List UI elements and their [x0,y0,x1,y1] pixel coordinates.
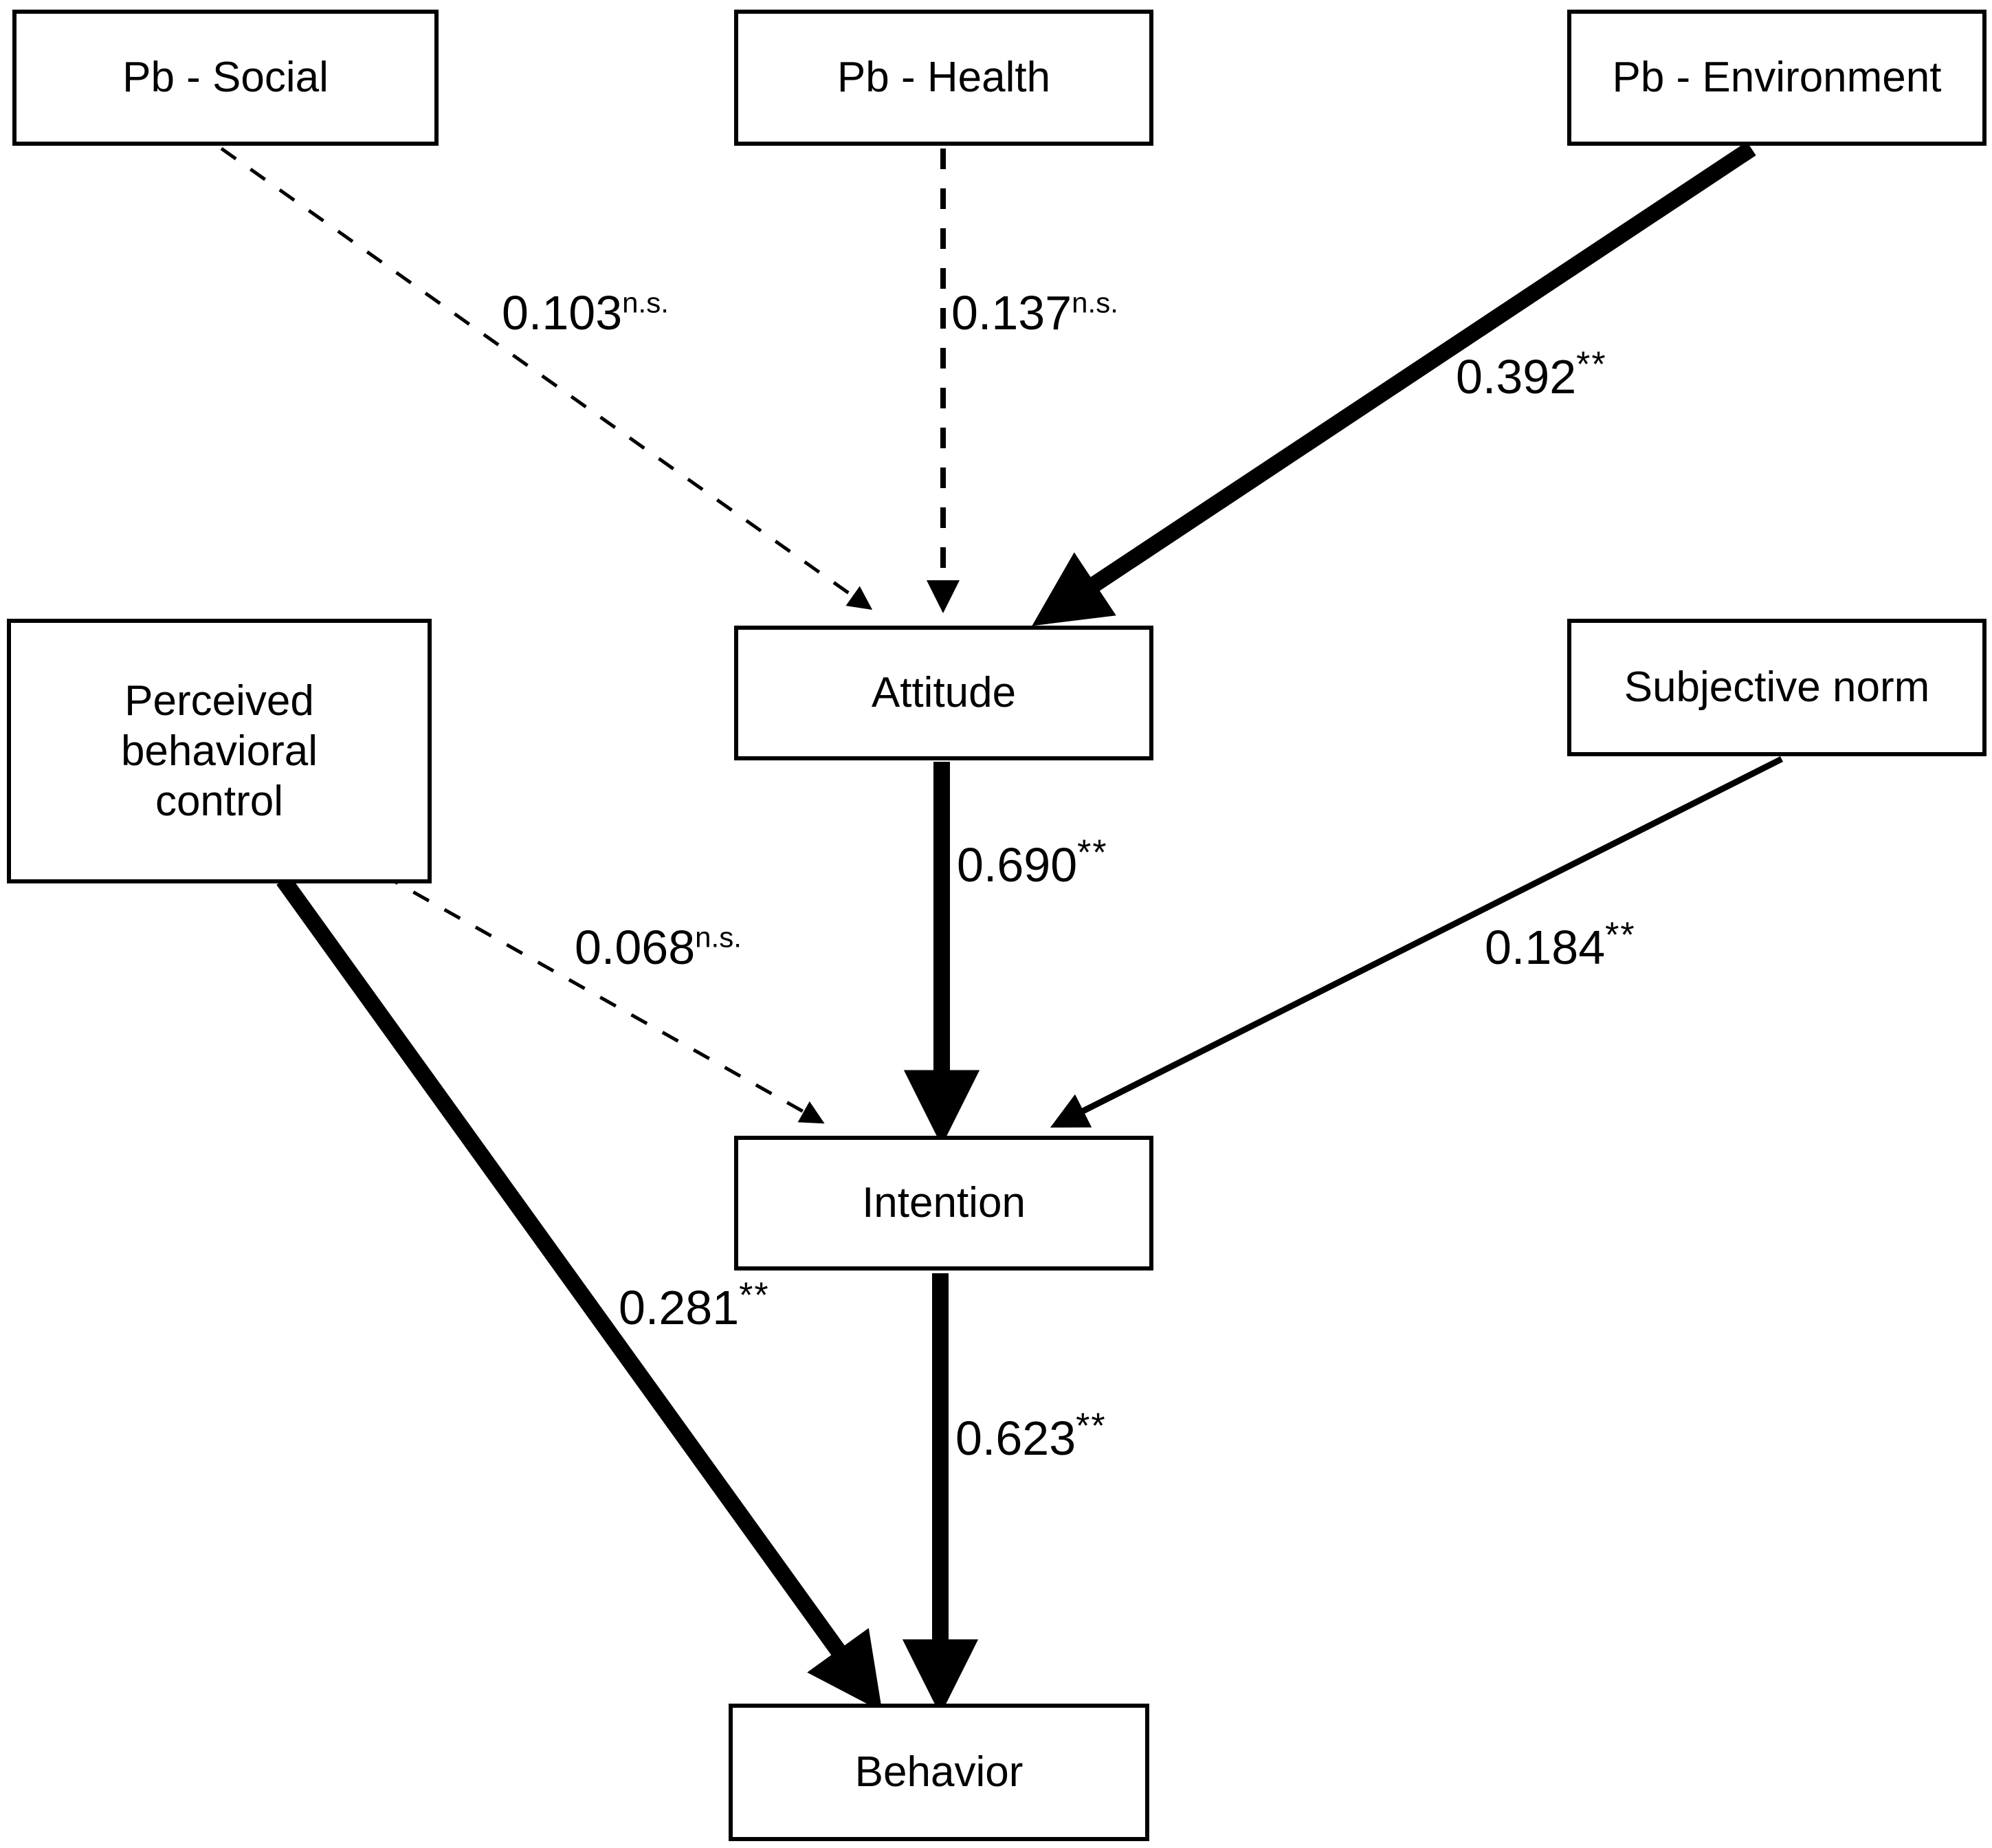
node-attitude-label: Attitude [871,669,1017,717]
edge-label-pb-social-to-attitude: 0.103n.s. [502,285,669,340]
significance-marker: ** [739,1275,770,1316]
edge-pb-social-to-attitude [220,146,873,610]
coefficient-value: 0.281 [619,1281,740,1334]
coefficient-value: 0.623 [955,1411,1076,1465]
node-pb-environment[interactable]: Pb - Environment [1567,10,1987,146]
edge-label-intention-to-behavior: 0.623** [955,1409,1107,1466]
node-subjective-norm[interactable]: Subjective norm [1567,619,1987,756]
edge-label-attitude-to-intention: 0.690** [957,835,1108,892]
edge-label-pbc-to-intention: 0.068n.s. [575,920,742,975]
node-pb-social-label: Pb - Social [122,54,329,102]
node-pb-health[interactable]: Pb - Health [734,10,1153,146]
node-pb-environment-label: Pb - Environment [1612,54,1942,102]
node-attitude[interactable]: Attitude [734,626,1153,760]
edge-pbc-to-intention [381,872,825,1124]
node-intention[interactable]: Intention [734,1136,1153,1270]
edge-label-subjective-norm-to-intention: 0.184** [1485,918,1636,975]
node-perceived-behavioral-control-label: Perceived behavioral control [120,676,318,826]
node-behavior[interactable]: Behavior [729,1704,1149,1841]
significance-marker: n.s. [622,286,669,319]
node-behavior-label: Behavior [854,1748,1023,1796]
coefficient-value: 0.103 [502,286,623,340]
coefficient-value: 0.137 [951,286,1072,340]
coefficient-value: 0.392 [1456,350,1577,404]
significance-marker: ** [1076,1406,1107,1446]
node-subjective-norm-label: Subjective norm [1624,663,1930,712]
node-intention-label: Intention [862,1179,1026,1227]
edge-label-pbc-to-behavior: 0.281** [619,1278,770,1335]
edge-pb-environment-to-attitude [1032,142,1756,626]
coefficient-value: 0.184 [1485,921,1606,974]
node-pb-health-label: Pb - Health [837,54,1051,102]
edge-label-pb-health-to-attitude: 0.137n.s. [951,285,1118,340]
node-pb-social[interactable]: Pb - Social [12,10,439,146]
edge-pbc-to-behavior [276,874,883,1712]
significance-marker: ** [1605,915,1636,956]
significance-marker: n.s. [1072,286,1118,319]
edge-label-pb-environment-to-attitude: 0.392** [1456,347,1607,404]
node-perceived-behavioral-control[interactable]: Perceived behavioral control [7,619,432,883]
edge-subjective-norm-to-intention [1050,756,1784,1128]
coefficient-value: 0.690 [957,838,1078,892]
significance-marker: ** [1576,344,1607,385]
coefficient-value: 0.068 [575,921,696,974]
significance-marker: n.s. [695,921,742,954]
significance-marker: ** [1077,833,1108,873]
